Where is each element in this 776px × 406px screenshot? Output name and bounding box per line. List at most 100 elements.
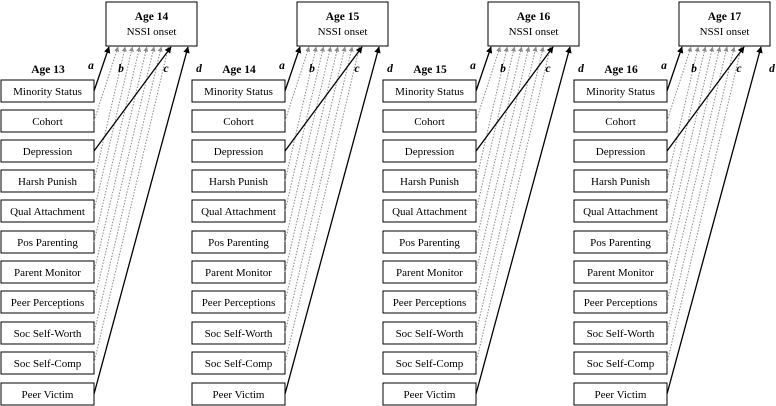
- predictor-label: Depression: [23, 146, 73, 158]
- dotted-path-arrow: [284, 46, 347, 303]
- path-label-b: b: [691, 63, 697, 75]
- path-label-a: a: [661, 60, 667, 72]
- dotted-path-arrow: [666, 46, 707, 212]
- outcome-box: [678, 1, 771, 47]
- outcome-age: Age 17: [708, 11, 742, 23]
- predictor-label: Qual Attachment: [583, 206, 658, 218]
- predictor-label: Cohort: [32, 116, 63, 128]
- predictor-label: Harsh Punish: [400, 176, 459, 188]
- outcome-age: Age 14: [135, 11, 169, 23]
- predictor-label: Minority Status: [13, 86, 82, 98]
- path-label-a: a: [88, 60, 94, 72]
- predictor-label: Peer Perceptions: [202, 297, 276, 309]
- solid-path-arrow: [666, 46, 684, 92]
- predictor-label: Parent Monitor: [396, 267, 463, 279]
- predictor-label: Peer Victim: [595, 389, 647, 401]
- dotted-path-arrow: [475, 46, 501, 122]
- dotted-path-arrow: [284, 46, 354, 334]
- predictor-label: Harsh Punish: [18, 176, 77, 188]
- outcome-label: NSSI onset: [700, 26, 750, 38]
- predictor-label: Minority Status: [395, 86, 464, 98]
- predictor-label: Qual Attachment: [201, 206, 276, 218]
- predictor-label: Pos Parenting: [208, 237, 269, 249]
- path-label-c: c: [736, 63, 741, 75]
- solid-path-arrow: [284, 46, 302, 92]
- predictor-label: Cohort: [605, 116, 636, 128]
- predictor-label: Harsh Punish: [591, 176, 650, 188]
- predictor-label: Peer Perceptions: [11, 297, 85, 309]
- dotted-path-arrow: [93, 46, 142, 243]
- dotted-path-arrow: [284, 46, 325, 212]
- predictor-label: Peer Victim: [22, 389, 74, 401]
- dotted-path-arrow: [666, 46, 715, 243]
- dotted-path-arrow: [475, 46, 552, 364]
- predictor-label: Pos Parenting: [590, 237, 651, 249]
- dotted-path-arrow: [284, 46, 318, 182]
- outcome-box: [296, 1, 389, 47]
- path-label-c: c: [545, 63, 550, 75]
- solid-path-arrow: [475, 46, 493, 92]
- solid-path-arrow: [475, 46, 572, 395]
- predictor-label: Soc Self-Worth: [205, 328, 273, 340]
- predictor-label: Minority Status: [586, 86, 655, 98]
- dotted-path-arrow: [284, 46, 310, 122]
- outcome-box: [105, 1, 198, 47]
- path-label-d: d: [387, 63, 393, 75]
- dotted-path-arrow: [666, 46, 729, 303]
- dotted-path-arrow: [475, 46, 516, 212]
- predictor-label: Minority Status: [204, 86, 273, 98]
- outcome-box: [487, 1, 580, 47]
- predictor-age-label: Age 13: [31, 64, 65, 76]
- solid-path-arrow: [93, 46, 172, 152]
- predictor-age-label: Age 14: [222, 64, 256, 76]
- predictor-label: Soc Self-Comp: [396, 358, 464, 370]
- dotted-path-arrow: [666, 46, 692, 122]
- predictor-label: Depression: [405, 146, 455, 158]
- predictor-label: Soc Self-Comp: [205, 358, 273, 370]
- path-label-b: b: [309, 63, 315, 75]
- dotted-path-arrow: [666, 46, 736, 334]
- dotted-path-arrow: [93, 46, 127, 182]
- predictor-label: Peer Victim: [404, 389, 456, 401]
- solid-path-arrow: [666, 46, 763, 395]
- predictor-label: Peer Perceptions: [393, 297, 467, 309]
- predictor-label: Harsh Punish: [209, 176, 268, 188]
- solid-path-arrow: [666, 46, 745, 152]
- predictor-age-label: Age 16: [604, 64, 638, 76]
- dotted-path-arrow: [666, 46, 743, 364]
- predictor-label: Peer Victim: [213, 389, 265, 401]
- dotted-path-arrow: [93, 46, 163, 334]
- dotted-path-arrow: [93, 46, 170, 364]
- dotted-path-arrow: [666, 46, 700, 182]
- predictor-label: Soc Self-Worth: [14, 328, 82, 340]
- predictor-age-label: Age 15: [413, 64, 447, 76]
- path-label-b: b: [118, 63, 124, 75]
- predictor-label: Pos Parenting: [17, 237, 78, 249]
- dotted-path-arrow: [284, 46, 333, 243]
- path-label-d: d: [196, 63, 202, 75]
- predictor-label: Soc Self-Worth: [587, 328, 655, 340]
- solid-path-arrow: [284, 46, 363, 152]
- path-label-d: d: [769, 63, 775, 75]
- predictor-label: Parent Monitor: [14, 267, 81, 279]
- predictor-label: Pos Parenting: [399, 237, 460, 249]
- path-label-d: d: [578, 63, 584, 75]
- predictor-label: Parent Monitor: [205, 267, 272, 279]
- predictor-label: Qual Attachment: [392, 206, 467, 218]
- predictor-label: Parent Monitor: [587, 267, 654, 279]
- dotted-path-arrow: [93, 46, 134, 212]
- dotted-path-arrow: [93, 46, 149, 273]
- predictor-label: Cohort: [414, 116, 445, 128]
- predictor-label: Soc Self-Comp: [14, 358, 82, 370]
- outcome-label: NSSI onset: [127, 26, 177, 38]
- outcome-age: Age 15: [326, 11, 360, 23]
- predictor-label: Peer Perceptions: [584, 297, 658, 309]
- path-label-a: a: [279, 60, 285, 72]
- predictor-label: Qual Attachment: [10, 206, 85, 218]
